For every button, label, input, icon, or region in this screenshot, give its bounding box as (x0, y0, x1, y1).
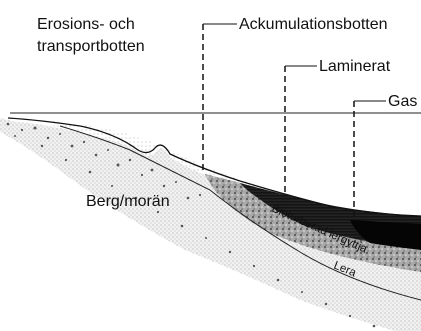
laminated-label: Laminerat (319, 58, 391, 75)
erosion-transport-label-line2: transportbotten (37, 38, 145, 55)
gas-label: Gas (388, 93, 417, 110)
accumulation-label: Ackumulationsbotten (239, 16, 388, 33)
erosion-transport-label-line1: Erosions- och (37, 16, 135, 33)
bedrock-label: Berg/morän (86, 193, 170, 210)
